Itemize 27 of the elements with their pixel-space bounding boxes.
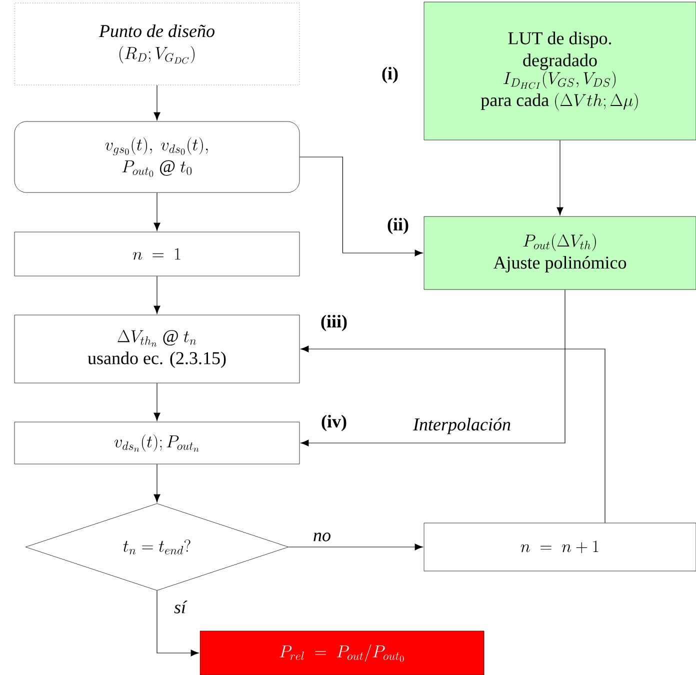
- result-box: $P_{rel}\ =\ P_{out}/P_{out_0}$: [200, 630, 484, 675]
- edge-label: sí: [173, 600, 188, 614]
- arrow: [154, 192, 160, 231]
- arrow: [154, 84, 160, 120]
- data-box: LUT de dispo. degradado $I_{D_{HCI}}(V_{GS},V_{DS})$ $\text{para cada }(\Delta Vth;\Delta\mu)$: [424, 2, 696, 140]
- edge-label: no: [312, 532, 332, 542]
- arrow: [299, 156, 423, 256]
- step-label: (iv): [322, 414, 346, 432]
- arrow: [556, 140, 564, 216]
- process-box: $P_{out}(\Delta V_{th})$ Ajuste polinómico: [424, 216, 696, 290]
- process-box: $v_{gs_0}(t),\ v_{ds_0}(t),$ $P_{out_0}\ @\ t_0$: [14, 121, 300, 193]
- arrow: [154, 276, 160, 314]
- step-label: (ii): [388, 218, 408, 234]
- process-box: $n\ =\ n+1$: [424, 522, 696, 572]
- process-box: $n\ =\ 1$: [14, 232, 300, 276]
- arrow: [288, 544, 423, 550]
- edge-label: Interpolación: [412, 416, 512, 436]
- step-label: (i): [382, 66, 398, 84]
- arrow: [154, 464, 160, 502]
- arrow: [300, 289, 566, 446]
- start-box: Punto de diseño $(R_D;V_{G_{DC}})$: [14, 2, 300, 86]
- step-label: (iii): [321, 314, 347, 332]
- arrow: [154, 382, 160, 421]
- arrow: [300, 346, 606, 524]
- process-box: $\Delta V_{th_n}\ @\ t_n$ usando ec. (2.3.15): [14, 314, 300, 384]
- arrow: [156, 590, 199, 656]
- process-box: $v_{ds_n}(t);P_{out_n}$: [14, 422, 300, 464]
